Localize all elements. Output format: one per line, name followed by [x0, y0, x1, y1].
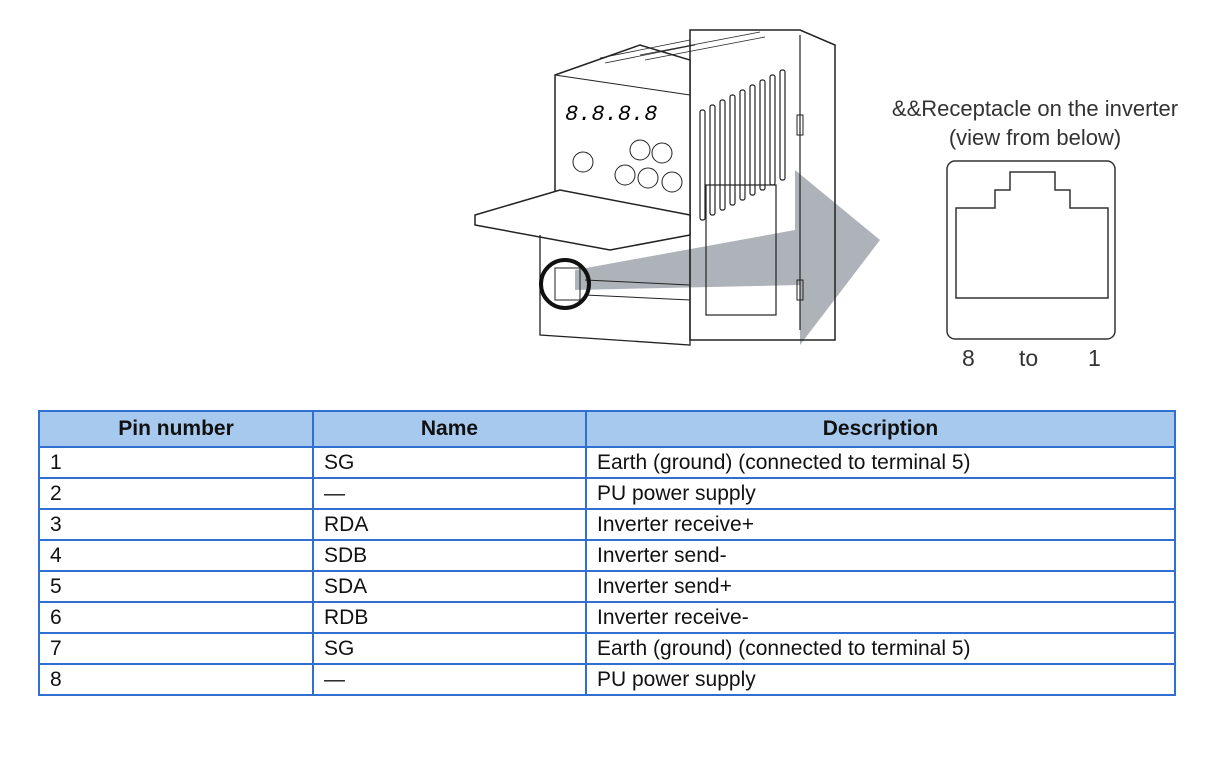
up-button	[651, 142, 673, 164]
front-cover-open	[474, 189, 691, 251]
receptacle-caption: &&Receptacle on the inverter	[891, 96, 1179, 121]
cell-description: Inverter send+	[585, 570, 1176, 603]
cell-name: RDB	[312, 601, 587, 634]
table-row: 7 SG Earth (ground) (connected to termin…	[38, 632, 1176, 665]
table-row: 2 — PU power supply	[38, 477, 1176, 510]
vent-slots	[699, 69, 786, 221]
table-row: 6 RDB Inverter receive-	[38, 601, 1176, 634]
receptacle-highlight	[539, 258, 591, 310]
receptacle-outline	[946, 160, 1116, 340]
cell-name: RDA	[312, 508, 587, 541]
inverter-illustration: 8.8.8.8	[474, 29, 1116, 346]
table-row: 3 RDA Inverter receive+	[38, 508, 1176, 541]
cell-pin: 5	[38, 570, 314, 603]
header-pin-number: Pin number	[38, 410, 314, 448]
cell-pin: 2	[38, 477, 314, 510]
cell-pin: 4	[38, 539, 314, 572]
cell-name: SDB	[312, 539, 587, 572]
led-display: 8.8.8.8	[565, 102, 657, 127]
cell-description: Earth (ground) (connected to terminal 5)	[585, 632, 1176, 665]
inverter-figure: 8.8.8.8 &&Receptacle on the inverter (vi…	[474, 29, 1179, 371]
table-row: 8 — PU power supply	[38, 663, 1176, 696]
cell-name: SG	[312, 446, 587, 479]
cell-name: —	[312, 477, 587, 510]
cell-description: Inverter receive+	[585, 508, 1176, 541]
pin-label-1: 1	[1088, 345, 1101, 371]
cell-pin: 8	[38, 663, 314, 696]
pin-label-8: 8	[962, 345, 975, 371]
pin-label-to: to	[1019, 345, 1039, 371]
stop-reset-button	[572, 151, 594, 173]
cell-name: —	[312, 663, 587, 696]
cell-name: SDA	[312, 570, 587, 603]
receptacle-subcaption: (view from below)	[948, 125, 1122, 150]
header-name: Name	[312, 410, 587, 448]
cell-pin: 7	[38, 632, 314, 665]
table-row: 1 SG Earth (ground) (connected to termin…	[38, 446, 1176, 479]
pointer-arrow	[575, 170, 880, 345]
mode-button	[661, 171, 683, 193]
cell-description: PU power supply	[585, 663, 1176, 696]
run-button	[614, 164, 636, 186]
cell-pin: 1	[38, 446, 314, 479]
table-header-row: Pin number Name Description	[38, 410, 1176, 448]
cell-pin: 6	[38, 601, 314, 634]
set-button	[637, 167, 659, 189]
down-button	[629, 139, 651, 161]
cell-description: PU power supply	[585, 477, 1176, 510]
cell-name: SG	[312, 632, 587, 665]
table-row: 4 SDB Inverter send-	[38, 539, 1176, 572]
header-description: Description	[585, 410, 1176, 448]
pin-table: Pin number Name Description 1 SG Earth (…	[38, 410, 1176, 696]
cell-description: Inverter send-	[585, 539, 1176, 572]
table-row: 5 SDA Inverter send+	[38, 570, 1176, 603]
vent-top	[599, 31, 766, 64]
receptacle-socket	[955, 171, 1109, 299]
cell-pin: 3	[38, 508, 314, 541]
cell-description: Earth (ground) (connected to terminal 5)	[585, 446, 1176, 479]
cell-description: Inverter receive-	[585, 601, 1176, 634]
